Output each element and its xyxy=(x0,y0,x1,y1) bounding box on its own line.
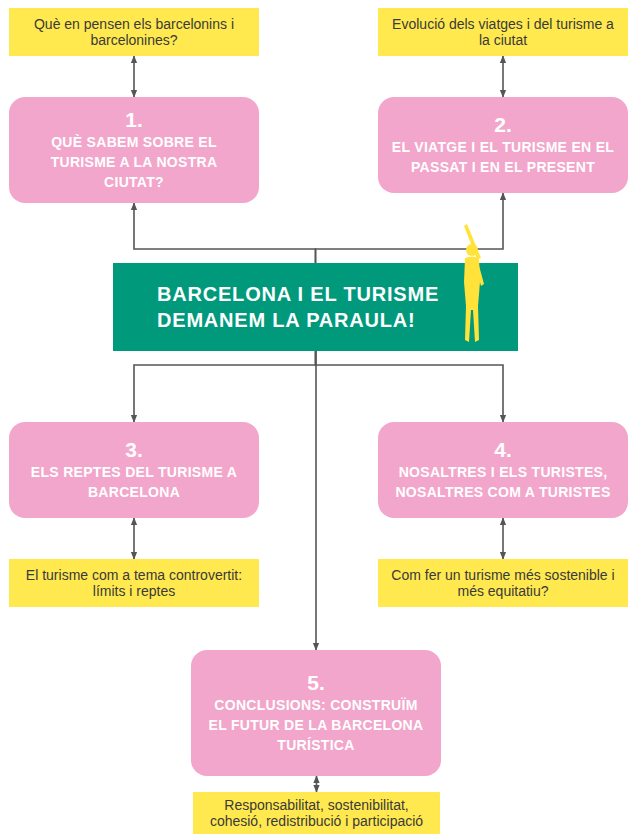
connector-arrow xyxy=(316,351,504,422)
connector-arrow xyxy=(133,518,135,559)
box-text: BARCELONA I EL TURISME DEMANEM LA PARAUL… xyxy=(157,281,447,333)
box-text: Què en pensen els barcelonins i barcelon… xyxy=(19,16,249,48)
connector-arrow xyxy=(315,351,317,650)
step-box: 4.NOSALTRES I ELS TURISTES, NOSALTRES CO… xyxy=(378,422,628,518)
step-box: 5.CONCLUSIONS: CONSTRUÏM EL FUTUR DE LA … xyxy=(191,650,441,776)
person-silhouette xyxy=(464,224,484,342)
note-box: Què en pensen els barcelonins i barcelon… xyxy=(9,8,259,56)
box-text: ELS REPTES DEL TURISME A BARCELONA xyxy=(21,462,247,502)
step-number: 3. xyxy=(125,438,143,462)
step-number: 5. xyxy=(307,671,325,695)
box-text: El turisme com a tema controvertit: lími… xyxy=(19,567,249,599)
person-silhouette xyxy=(448,220,498,350)
box-text: CONCLUSIONS: CONSTRUÏM EL FUTUR DE LA BA… xyxy=(203,695,429,755)
box-text: Evolució dels viatges i del turisme a la… xyxy=(388,16,618,48)
note-box: Com fer un turisme més sostenible i més … xyxy=(378,559,628,607)
note-box: Responsabilitat, sostenibilitat, cohesió… xyxy=(193,792,440,834)
box-text: NOSALTRES I ELS TURISTES, NOSALTRES COM … xyxy=(390,462,616,502)
connector-arrow xyxy=(316,776,318,792)
box-text: Responsabilitat, sostenibilitat, cohesió… xyxy=(203,797,430,829)
note-box: Evolució dels viatges i del turisme a la… xyxy=(378,8,628,56)
connector-arrow xyxy=(502,56,504,97)
box-text: QUÈ SABEM SOBRE EL TURISME A LA NOSTRA C… xyxy=(21,132,247,192)
connector-arrow xyxy=(133,56,135,97)
box-text: EL VIATGE I EL TURISME EN EL PASSAT I EN… xyxy=(390,137,616,177)
step-number: 2. xyxy=(494,113,512,137)
box-text: Com fer un turisme més sostenible i més … xyxy=(388,567,618,599)
step-box: 3.ELS REPTES DEL TURISME A BARCELONA xyxy=(9,422,259,518)
step-number: 4. xyxy=(494,438,512,462)
step-box: 1.QUÈ SABEM SOBRE EL TURISME A LA NOSTRA… xyxy=(9,97,259,203)
connector-arrow xyxy=(502,518,504,559)
step-number: 1. xyxy=(125,108,143,132)
connector-arrow xyxy=(134,203,316,263)
note-box: El turisme com a tema controvertit: lími… xyxy=(9,559,259,607)
central-box: BARCELONA I EL TURISME DEMANEM LA PARAUL… xyxy=(113,263,518,351)
connector-arrow xyxy=(316,193,504,263)
connector-arrow xyxy=(134,351,316,422)
step-box: 2.EL VIATGE I EL TURISME EN EL PASSAT I … xyxy=(378,97,628,193)
